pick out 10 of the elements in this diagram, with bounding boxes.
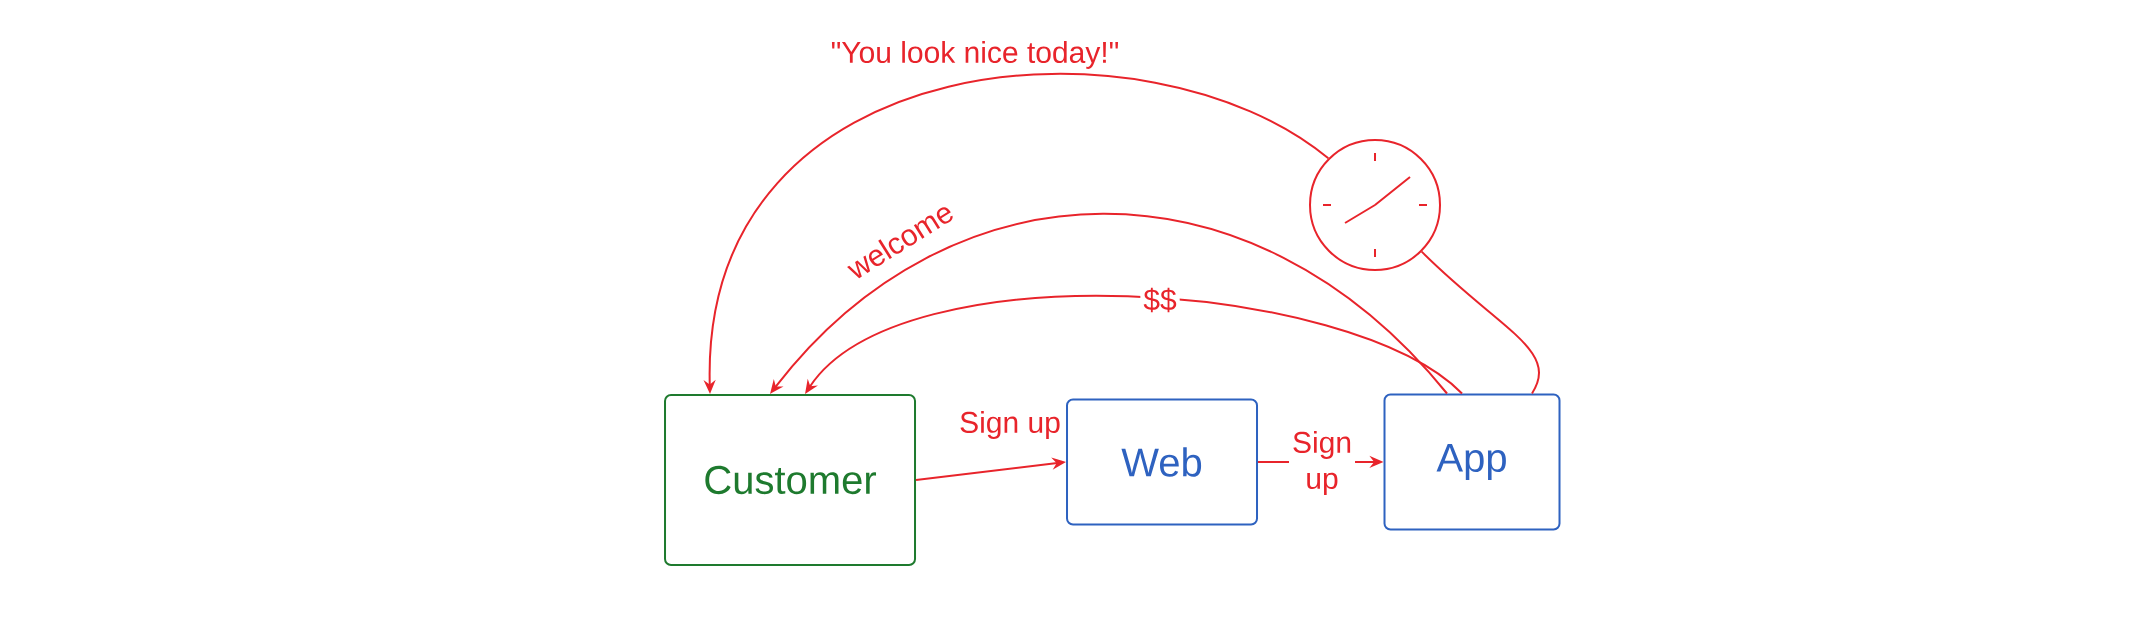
edge-label: Sign up [956,408,1064,442]
arrow [805,295,1463,395]
arrow [770,212,1448,395]
edge-label: "You look nice today!" [827,38,1123,72]
process-box: Web [1066,398,1258,526]
edge-label: Sign up [1289,428,1355,498]
edge-label: $$ [1140,284,1180,316]
process-box: App [1383,393,1561,531]
clock-icon [1309,139,1441,271]
process-box: Customer [664,394,916,566]
